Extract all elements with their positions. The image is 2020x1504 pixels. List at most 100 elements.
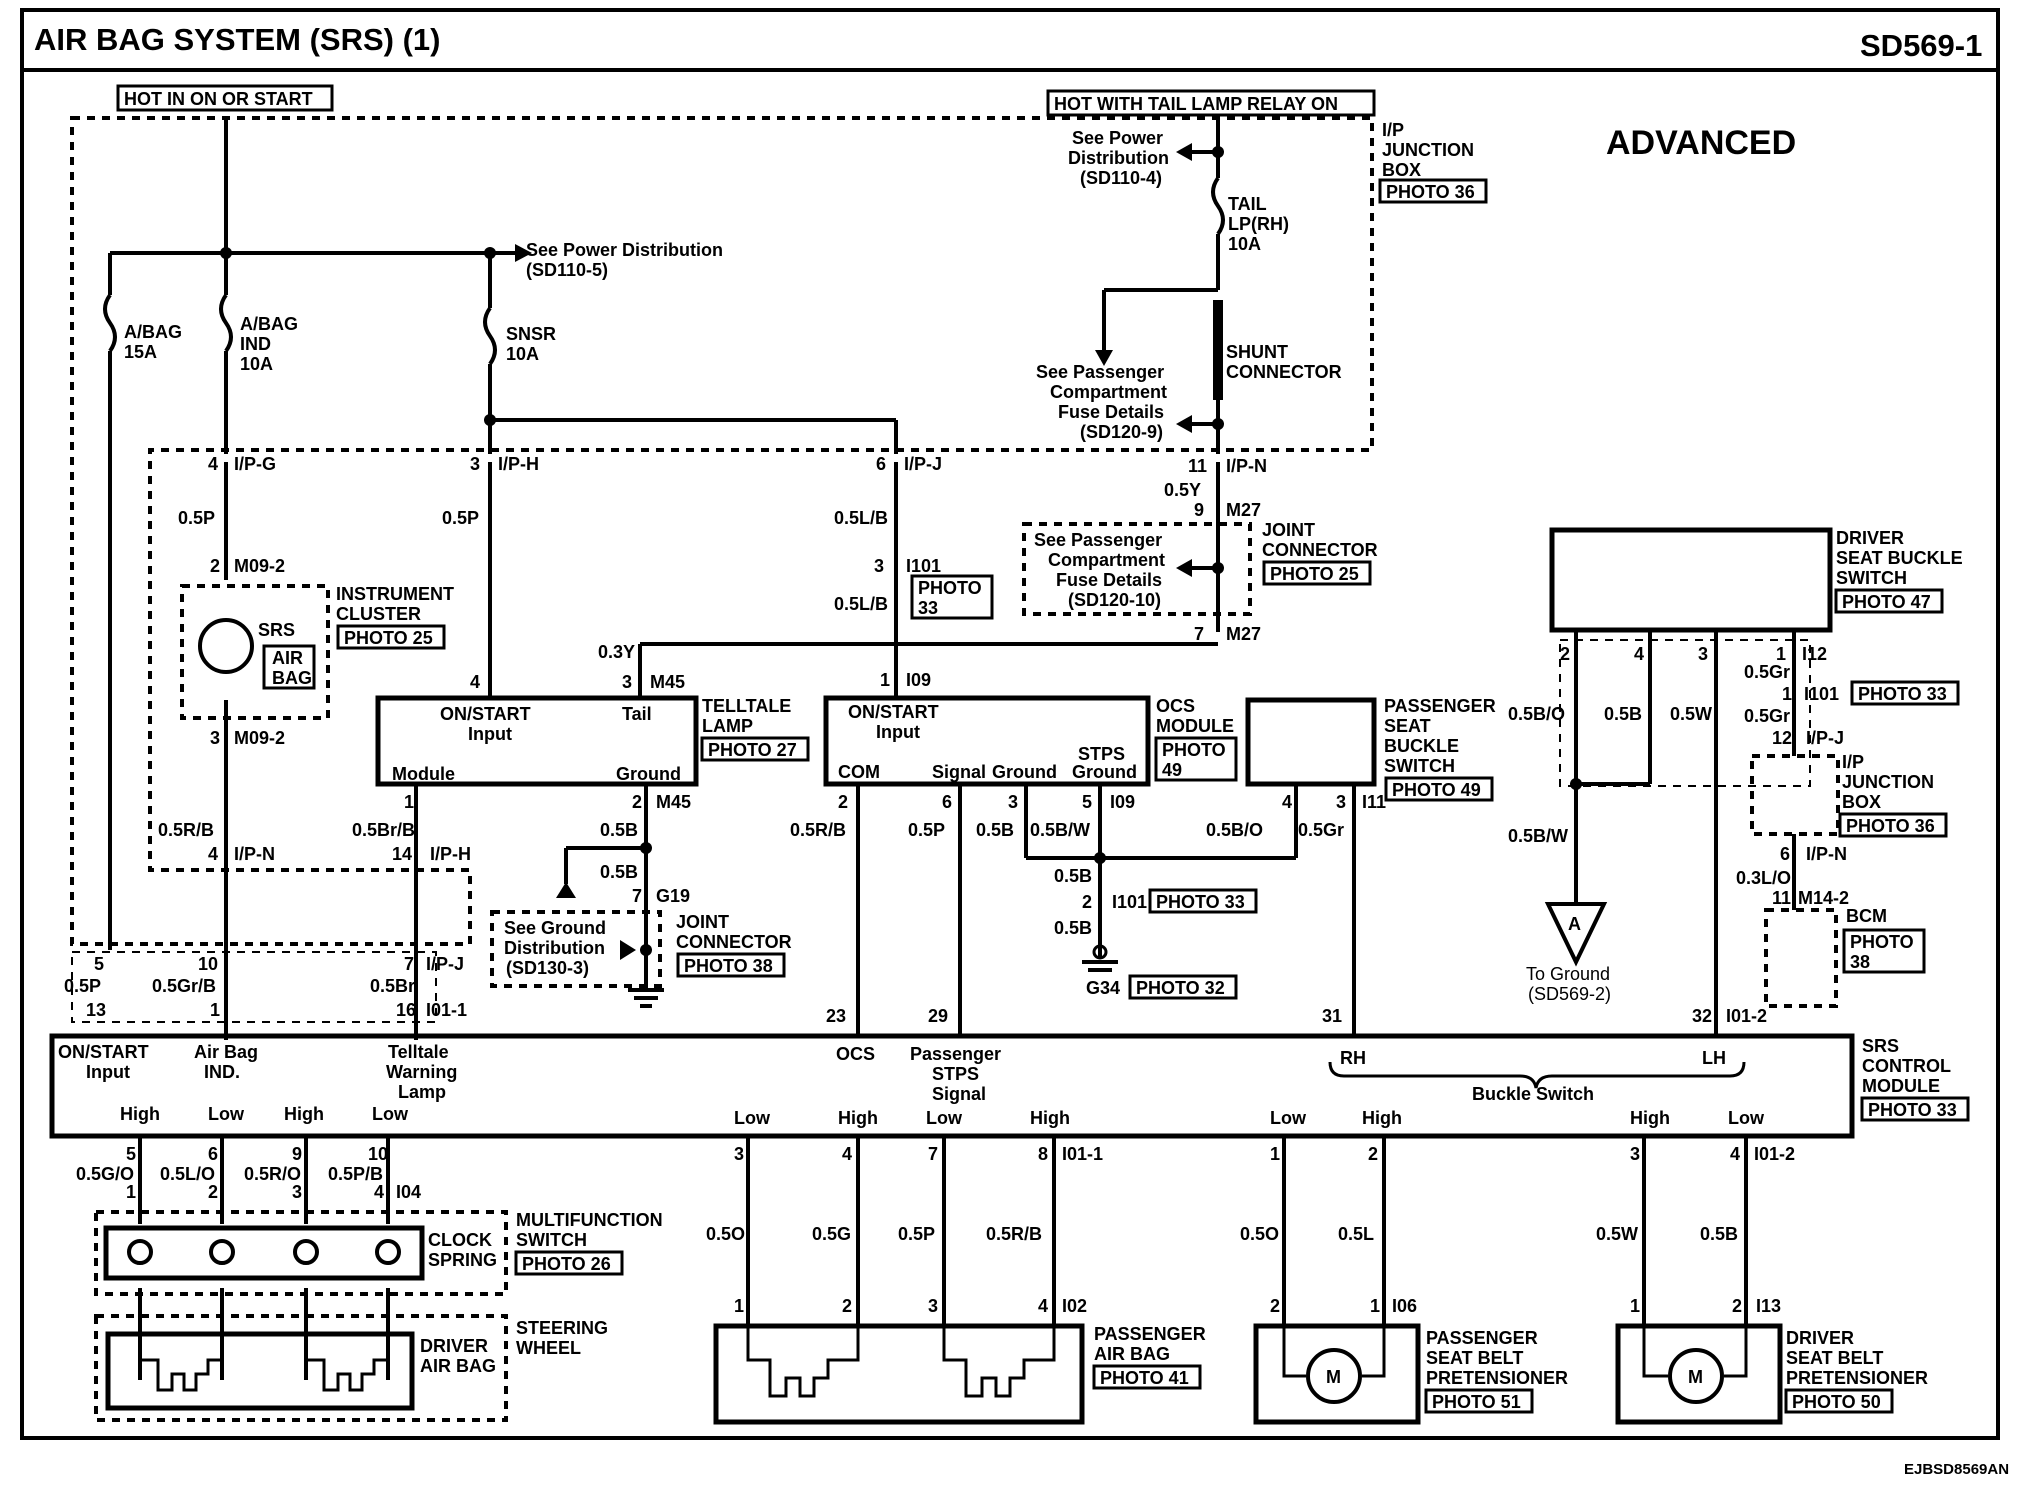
ppt-motor-label: M	[1326, 1367, 1341, 1387]
driver-airbag-squib-1	[138, 1350, 224, 1392]
tail-to-telltale	[638, 462, 1220, 696]
wire-05p-left: 0.5P	[178, 508, 215, 528]
power-dist-arrow	[515, 244, 532, 262]
conn-g34: G34	[1086, 978, 1120, 998]
conn-iph: I/P-H	[498, 454, 539, 474]
conn-g19: G19	[656, 886, 690, 906]
srs-high-3: High	[838, 1108, 878, 1128]
fuse-tail-label-1: TAIL	[1228, 194, 1267, 214]
conn-ipn: I/P-N	[1226, 456, 1267, 476]
joint-connector-g19-1: JOINT	[676, 912, 729, 932]
page-frame	[20, 8, 2000, 1440]
photo-26: PHOTO 26	[522, 1254, 611, 1274]
wire-05bo-ocs: 0.5B/O	[1206, 820, 1263, 840]
srs-telltale-2: Warning	[386, 1062, 457, 1082]
pab-pin-4-top: 4	[842, 1144, 852, 1164]
ref-power-dist-left-1: See Power Distribution	[526, 240, 723, 260]
driver-air-bag-box	[105, 1331, 415, 1411]
conn-ipj-right: I/P-J	[1806, 728, 1844, 748]
srs-pass-stps-1: Passenger	[910, 1044, 1001, 1064]
pin-m45-1: 1	[404, 792, 414, 812]
photo-36-tag-right	[1838, 812, 1948, 838]
conn-m092-b: M09-2	[234, 728, 285, 748]
wire-05rb-pab: 0.5R/B	[986, 1224, 1042, 1244]
footer-code: EJBSD8569AN	[1904, 1461, 2009, 1478]
pass-airbag-squib-1	[746, 1326, 860, 1398]
srs-low-6: Low	[1728, 1108, 1765, 1128]
passenger-air-bag-label-2: AIR BAG	[1094, 1344, 1170, 1364]
ocs-pin-3: 3	[1008, 792, 1018, 812]
ground-symbol-g19	[628, 988, 664, 1008]
photo-33-mid: PHOTO 33	[1156, 892, 1245, 912]
pab-pin-3-top: 3	[734, 1144, 744, 1164]
wire-05grb-srs: 0.5Gr/B	[152, 976, 216, 996]
photo-33-right: PHOTO 33	[1858, 684, 1947, 704]
srs-lh: LH	[1702, 1048, 1726, 1068]
pin-i101-2: 2	[1082, 892, 1092, 912]
photo-25-joint: PHOTO 25	[1270, 564, 1359, 584]
wire-05bw-ocs: 0.5B/W	[1030, 820, 1090, 840]
wire-05b-tt1: 0.5B	[600, 820, 638, 840]
srs-pin-32: 32	[1692, 1006, 1712, 1026]
conn-i06: I06	[1392, 1296, 1417, 1316]
pass-buckle-label-2: SEAT	[1384, 716, 1431, 736]
instrument-cluster-label-1: INSTRUMENT	[336, 584, 454, 604]
ocs-on-start-1: ON/START	[848, 702, 939, 722]
to-ground-1: To Ground	[1526, 964, 1610, 984]
pass-buckle-pin-4: 4	[1282, 792, 1292, 812]
dab-pin-6: 6	[208, 1144, 218, 1164]
photo-41: PHOTO 41	[1100, 1368, 1189, 1388]
ocs-stps-ground-1: STPS	[1078, 744, 1125, 764]
photo-32: PHOTO 32	[1136, 978, 1225, 998]
dpt-motor-icon	[1668, 1348, 1724, 1404]
multifunction-label-2: SWITCH	[516, 1230, 587, 1250]
srs-airbag-ind-1: Air Bag	[194, 1042, 258, 1062]
photo-32-tag	[1128, 974, 1238, 1000]
passenger-airbag-wiring	[746, 1136, 1056, 1326]
photo-38-tag-bcm	[1842, 928, 1926, 974]
conn-i012-dpt: I01-2	[1754, 1144, 1795, 1164]
photo-38-bcm-a: PHOTO	[1850, 932, 1914, 952]
pin-ipj-6: 6	[876, 454, 886, 474]
srs-telltale-1: Telltale	[388, 1042, 449, 1062]
ref-ground-dist-3: (SD130-3)	[506, 958, 589, 978]
clock-spring-coils	[127, 1239, 401, 1265]
ref-pass-fuse-1-b: Compartment	[1050, 382, 1167, 402]
wire-05br-srs: 0.5Br	[370, 976, 415, 996]
ocs-module-label-2: MODULE	[1156, 716, 1234, 736]
srs-high-6: High	[1630, 1108, 1670, 1128]
conn-iph-left: I/P-H	[430, 844, 471, 864]
srs-pin-23: 23	[826, 1006, 846, 1026]
srs-in-pin-10: 10	[198, 954, 218, 974]
conn-i11: I11	[1362, 792, 1386, 812]
photo-38-g19: PHOTO 38	[684, 956, 773, 976]
hot-tail-lamp-label: HOT WITH TAIL LAMP RELAY ON	[1054, 94, 1338, 114]
dab-pin-3: 3	[292, 1182, 302, 1202]
air-bag-lamp-tag	[262, 644, 316, 690]
wire-05b-ocs: 0.5B	[976, 820, 1014, 840]
conn-i13: I13	[1756, 1296, 1781, 1316]
photo-33-stack-1a: PHOTO	[918, 578, 982, 598]
photo-51-tag	[1424, 1388, 1534, 1414]
telltale-lamp-label-1: TELLTALE	[702, 696, 791, 716]
photo-33-tag-srs	[1860, 1096, 1970, 1122]
conn-i09-bottom: I09	[1110, 792, 1135, 812]
joint-connector-g19-2: CONNECTOR	[676, 932, 792, 952]
wire-05pb: 0.5P/B	[328, 1164, 383, 1184]
wire-05ro: 0.5R/O	[244, 1164, 301, 1184]
multifunction-label-1: MULTIFUNCTION	[516, 1210, 663, 1230]
ground-dist-arrow	[620, 940, 636, 960]
dab-pin-2: 2	[208, 1182, 218, 1202]
ppt-motor-leads	[1282, 1326, 1386, 1378]
srs-in-pin-13: 13	[86, 1000, 106, 1020]
pin-iph-14: 14	[392, 844, 412, 864]
fuse-abag-label-1: A/BAG	[124, 322, 182, 342]
telltale-on-start-1: ON/START	[440, 704, 531, 724]
driver-buckle-label-3: SWITCH	[1836, 568, 1907, 588]
pab-pin-7-top: 7	[928, 1144, 938, 1164]
pin-ipg-4: 4	[208, 454, 218, 474]
driver-buckle-label-2: SEAT BUCKLE	[1836, 548, 1963, 568]
bcm-label: BCM	[1846, 906, 1887, 926]
wire-05rb-ocs: 0.5R/B	[790, 820, 846, 840]
